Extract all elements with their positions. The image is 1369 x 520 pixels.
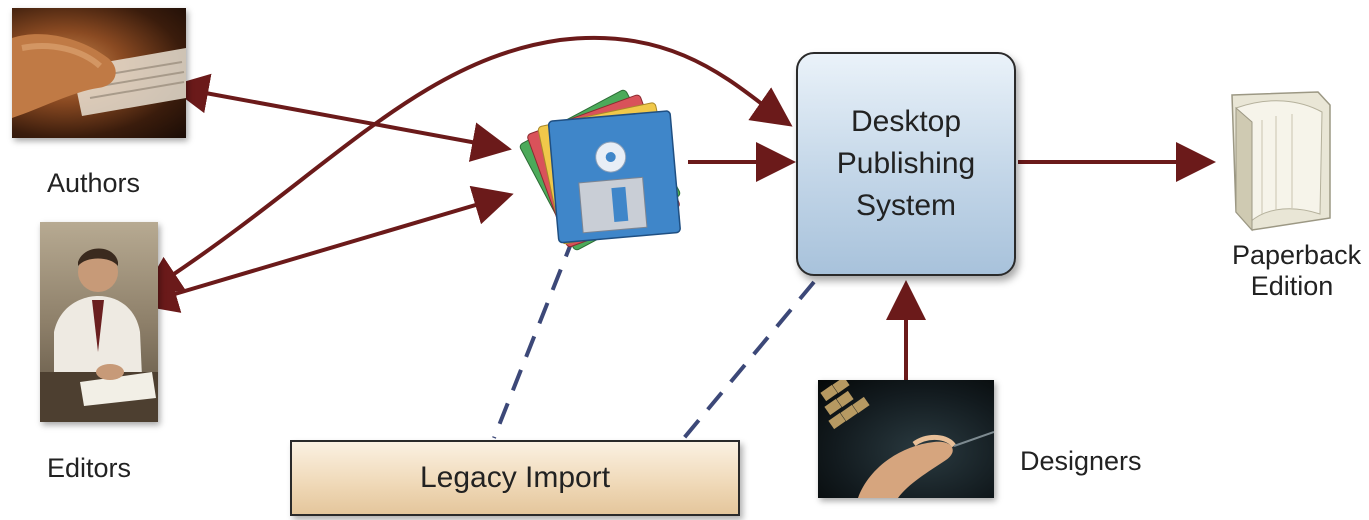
dashed-link-disks-legacy (492, 235, 576, 439)
authors-label: Authors (47, 168, 141, 198)
editor-at-desk-photo (40, 248, 158, 422)
desktop-publishing-system-label: Desktop Publishing System (836, 105, 976, 222)
paperback-edition-label: Paperback Edition (1232, 240, 1362, 302)
editors-photo (40, 222, 158, 422)
editors-label: Editors (47, 453, 132, 483)
legacy-import-label: Legacy Import (419, 461, 611, 494)
paperback-book-icon (1231, 91, 1331, 232)
authors-photo (12, 8, 186, 138)
hand-on-mouse-photo (820, 380, 994, 498)
designers-label: Designers (1020, 446, 1142, 476)
desktop-publishing-system-box: Desktop Publishing System (796, 52, 1016, 276)
arrow-editors-dps-curve (141, 35, 793, 296)
designers-photo (818, 380, 994, 498)
arrow-editors-disks (137, 185, 514, 313)
floppy-disks-icon (519, 89, 681, 251)
legacy-import-box: Legacy Import (290, 440, 740, 516)
typing-hands-photo (12, 34, 186, 118)
dashed-link-dps-legacy (682, 280, 816, 440)
